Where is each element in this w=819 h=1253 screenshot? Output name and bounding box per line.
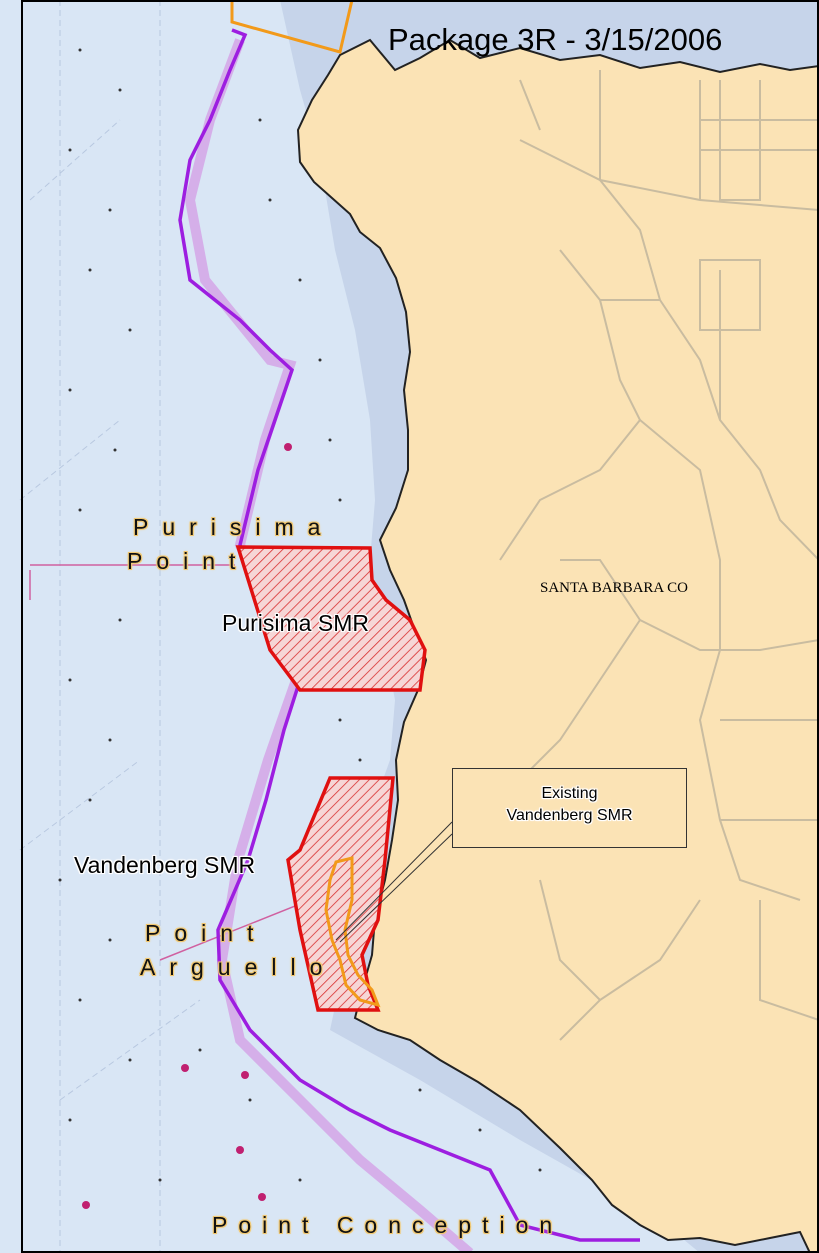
label-vandenberg-smr: Vandenberg SMR bbox=[74, 852, 256, 878]
chart-buoys bbox=[82, 443, 292, 1209]
existing-boundary-top bbox=[230, 0, 354, 54]
label-purisima-point-line1: Purisima bbox=[133, 514, 335, 540]
map-title: Package 3R - 3/15/2006 bbox=[388, 22, 723, 57]
vandenberg-smr-area bbox=[286, 776, 395, 1012]
depth-contours bbox=[19, 0, 201, 1253]
label-point-conception: Point Conception bbox=[212, 1212, 564, 1238]
callout-line2: Vandenberg SMR bbox=[506, 807, 633, 824]
label-point-arguello-line2: Arguello bbox=[140, 954, 337, 980]
soundings bbox=[58, 48, 542, 1182]
callout-existing-vandenberg-smr: Existing Vandenberg SMR bbox=[452, 768, 687, 848]
callout-line1: Existing bbox=[541, 785, 598, 802]
label-point-arguello-line1: Point bbox=[145, 920, 268, 946]
map-frame bbox=[21, 0, 819, 1253]
label-purisima-point-line2: Point bbox=[127, 548, 250, 574]
callout-leader bbox=[335, 821, 453, 943]
label-santa-barbara-county: SANTA BARBARA CO bbox=[540, 580, 689, 596]
existing-vandenberg-smr-area bbox=[324, 856, 381, 1008]
purisima-smr-area bbox=[235, 545, 427, 692]
label-purisima-smr: Purisima SMR bbox=[222, 610, 369, 636]
road-network bbox=[499, 70, 819, 1041]
